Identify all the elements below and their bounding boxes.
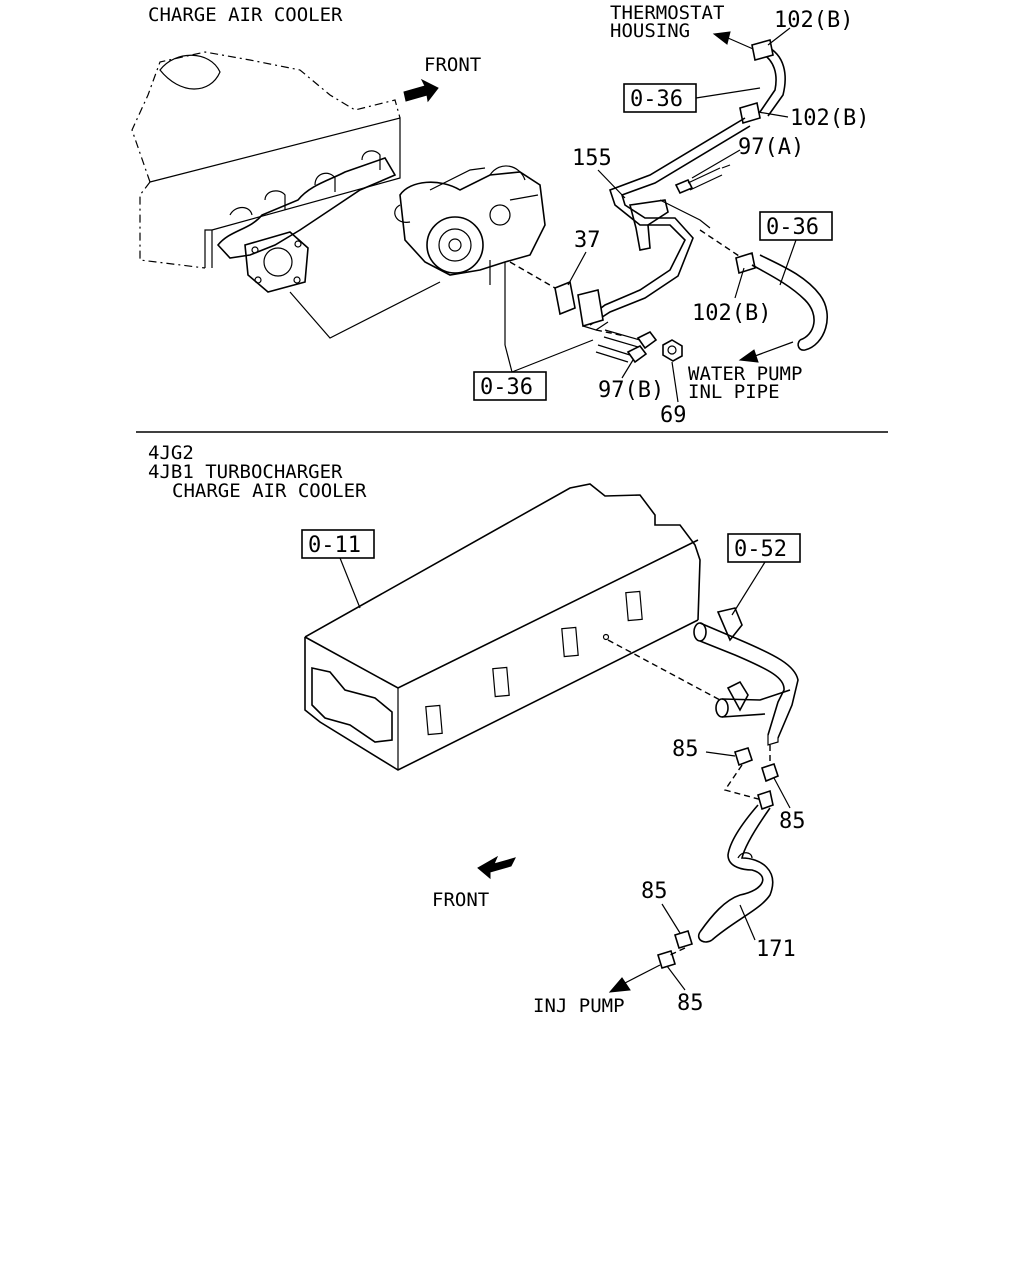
front-label-bottom: FRONT bbox=[432, 889, 489, 911]
part-102b-low: 102(B) bbox=[692, 301, 771, 326]
ref-box-036-right: 0-36 bbox=[759, 211, 833, 286]
part-85-b: 85 bbox=[779, 809, 806, 834]
part-85-a: 85 bbox=[672, 737, 699, 762]
bottom-title-1: 4JG2 bbox=[148, 442, 194, 464]
part-155: 155 bbox=[572, 146, 612, 171]
part-171: 171 bbox=[756, 937, 796, 962]
clamp-85-upper bbox=[723, 745, 779, 801]
inj-pump-arrow-head bbox=[608, 977, 631, 993]
thermostat-arrow-head bbox=[712, 31, 731, 45]
front-label-top: FRONT bbox=[424, 54, 481, 76]
part-102b-top: 102(B) bbox=[774, 8, 853, 33]
svg-text:0-11: 0-11 bbox=[308, 533, 361, 558]
ref-box-036-bottom: 0-36 bbox=[473, 339, 594, 401]
bolts-97b bbox=[595, 329, 658, 364]
turbocharger-illustration bbox=[394, 165, 546, 345]
gasket-37 bbox=[509, 261, 609, 331]
svg-text:0-36: 0-36 bbox=[630, 87, 683, 112]
ref-box-052: 0-52 bbox=[727, 533, 801, 616]
part-85-d: 85 bbox=[677, 991, 704, 1016]
engine-block-illustration bbox=[131, 51, 441, 339]
ref-box-036-top: 0-36 bbox=[623, 83, 761, 113]
thermostat-label-1: THERMOSTAT bbox=[610, 2, 724, 24]
water-pump-label-1: WATER PUMP bbox=[688, 363, 802, 385]
svg-text:0-36: 0-36 bbox=[766, 215, 819, 240]
pipe-155 bbox=[587, 117, 751, 326]
inj-pump-label: INJ PUMP bbox=[533, 995, 625, 1017]
svg-text:0-52: 0-52 bbox=[734, 537, 787, 562]
front-arrow-bottom: FRONT bbox=[432, 855, 516, 911]
bottom-title-3: CHARGE AIR COOLER bbox=[172, 480, 367, 502]
thermostat-label-2: HOUSING bbox=[610, 20, 690, 42]
bottom-title-2: 4JB1 TURBOCHARGER bbox=[148, 461, 343, 483]
upper-hose bbox=[739, 38, 786, 125]
lower-hose-right bbox=[735, 251, 829, 351]
part-69: 69 bbox=[660, 403, 687, 428]
svg-text:0-36: 0-36 bbox=[480, 375, 533, 400]
nut-69 bbox=[662, 339, 683, 362]
water-pump-label-2: INL PIPE bbox=[688, 381, 780, 403]
bottom-pipe-052 bbox=[693, 607, 799, 746]
part-85-c: 85 bbox=[641, 879, 668, 904]
bolt-97a bbox=[674, 164, 731, 195]
front-arrow-top: FRONT bbox=[403, 54, 481, 103]
inj-pump-arrow bbox=[624, 964, 661, 984]
part-97a: 97(A) bbox=[738, 135, 804, 160]
part-102b-mid: 102(B) bbox=[790, 106, 869, 131]
water-pump-arrow bbox=[754, 341, 794, 357]
hose-171 bbox=[697, 789, 774, 943]
clamp-85-lower bbox=[657, 930, 693, 969]
water-pump-arrow-head bbox=[738, 349, 759, 363]
part-97b: 97(B) bbox=[598, 378, 664, 403]
ref-box-011: 0-11 bbox=[301, 529, 375, 609]
part-37: 37 bbox=[574, 228, 601, 253]
top-section: CHARGE AIR COOLER bbox=[131, 2, 869, 428]
bottom-section: 4JG2 4JB1 TURBOCHARGER CHARGE AIR COOLER… bbox=[148, 442, 806, 1017]
top-title: CHARGE AIR COOLER bbox=[148, 4, 343, 26]
cylinder-head-illustration bbox=[304, 483, 721, 771]
